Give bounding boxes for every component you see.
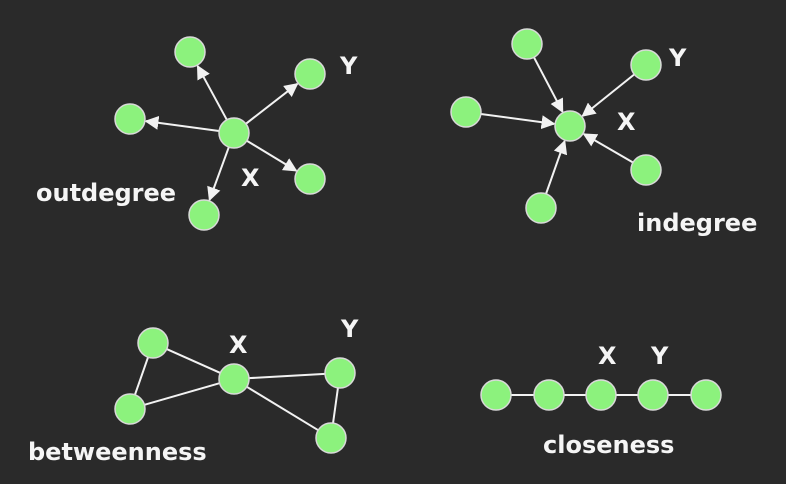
closeness-x-label: X	[598, 342, 617, 370]
indegree-y-label: Y	[669, 44, 687, 72]
node-b_3	[324, 357, 356, 389]
outdegree-x-label: X	[241, 164, 260, 192]
edge-b_x-b_4	[246, 385, 319, 432]
outdegree-caption: outdegree	[36, 179, 177, 207]
outdegree-y-label: Y	[340, 52, 358, 80]
edge-b_2-b_x	[144, 382, 220, 406]
node-b_1	[137, 327, 169, 359]
closeness-caption: closeness	[543, 431, 675, 459]
node-i_5	[525, 192, 557, 224]
arrow-edge-o_x-o_2	[245, 82, 299, 125]
node-b_4	[315, 422, 347, 454]
edge-b_1-b_2	[133, 356, 150, 396]
node-o_1	[174, 36, 206, 68]
closeness-y-label: Y	[651, 342, 669, 370]
node-c_3	[585, 379, 617, 411]
node-c_4	[637, 379, 669, 411]
arrow-edge-i_1-i_x	[533, 56, 564, 114]
edge-b_3-b_4	[332, 387, 339, 424]
arrow-edge-i_5-i_x	[545, 139, 568, 195]
node-o_4	[294, 163, 326, 195]
node-c_2	[533, 379, 565, 411]
betweenness-caption: betweenness	[28, 438, 207, 466]
node-b_2	[114, 393, 146, 425]
node-o_2	[294, 58, 326, 90]
indegree-x-label: X	[617, 108, 636, 136]
betweenness-x-label: X	[229, 331, 248, 359]
arrow-edge-o_x-o_3	[144, 115, 220, 132]
edge-b_1-b_x	[166, 348, 221, 374]
arrow-edge-i_3-i_x	[480, 113, 556, 130]
node-i_2	[630, 49, 662, 81]
arrow-edge-o_x-o_5	[207, 146, 230, 202]
node-c_5	[690, 379, 722, 411]
node-b_x	[218, 363, 250, 395]
arrow-edge-o_x-o_1	[196, 64, 228, 121]
node-o_x	[218, 117, 250, 149]
edge-b_x-b_3	[248, 372, 326, 380]
node-o_3	[114, 103, 146, 135]
node-i_x	[554, 110, 586, 142]
indegree-caption: indegree	[637, 209, 758, 237]
node-i_3	[450, 96, 482, 128]
arrow-edge-i_4-i_x	[582, 133, 634, 164]
node-i_4	[630, 154, 662, 186]
node-i_1	[511, 28, 543, 60]
node-c_1	[480, 379, 512, 411]
arrow-edge-o_x-o_4	[246, 139, 298, 172]
betweenness-y-label: Y	[341, 315, 359, 343]
arrow-edge-i_2-i_x	[581, 73, 635, 117]
node-o_5	[188, 199, 220, 231]
